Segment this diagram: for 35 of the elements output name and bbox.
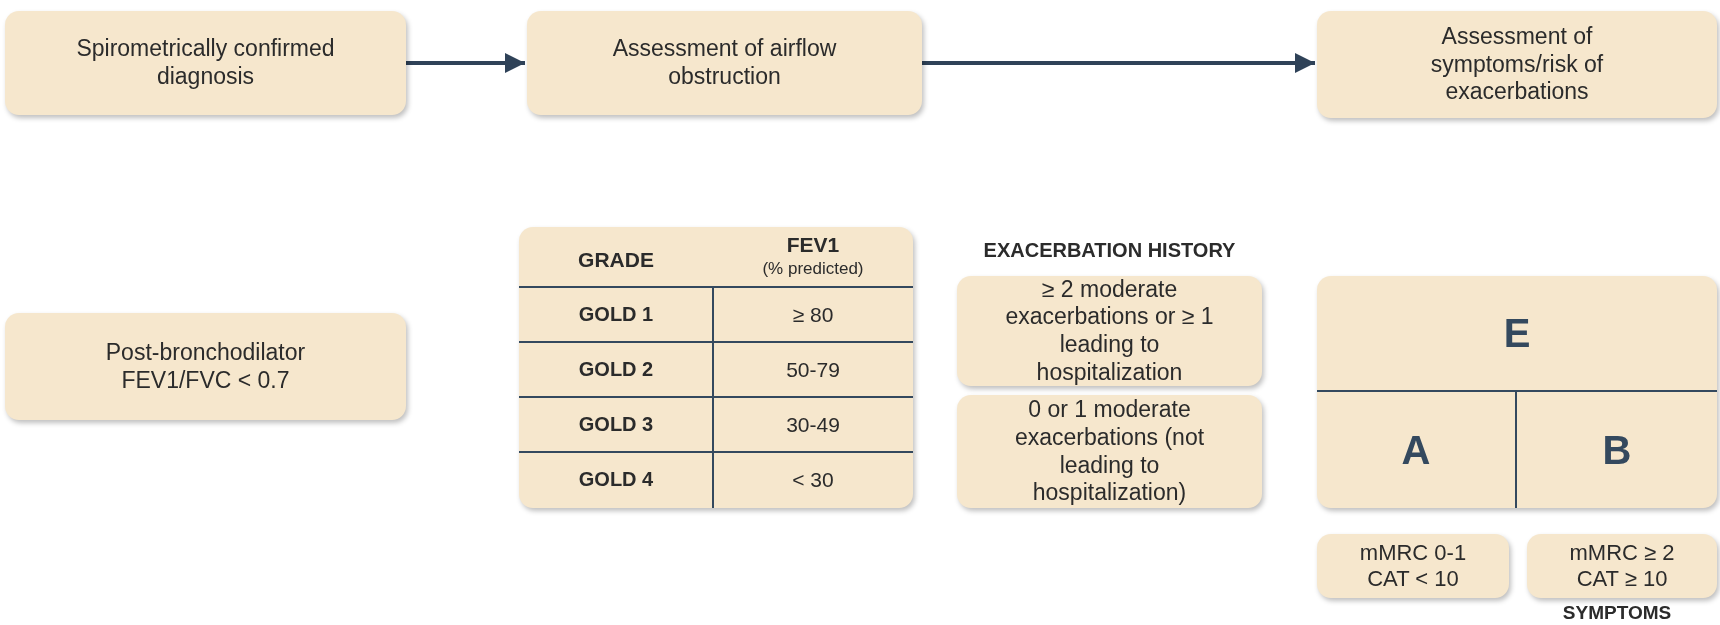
grid-box [1317,276,1717,508]
table-cell-text: 50-79 [785,356,841,383]
table-cell-text: < 30 [791,466,835,493]
process-box [957,395,1262,508]
category-letter: E [1503,310,1531,357]
table-header: FEV1 [785,232,841,258]
table-cell-text: 30-49 [785,411,841,438]
box-text: Assessment of symptoms/risk of exacerbations [1429,23,1605,106]
process-box [1317,534,1509,598]
table-cell-text: GOLD 3 [577,412,655,437]
box-text: mMRC 0-1 CAT < 10 [1358,539,1468,593]
table-cell-text: GOLD 2 [577,357,655,382]
process-box [5,11,406,115]
category-letter: A [1401,427,1431,474]
table-header: GRADE [577,247,655,273]
process-box [1527,534,1717,598]
axis-title: SYMPTOMS [1561,600,1673,625]
box-text: Post-bronchodilator FEV1/FVC < 0.7 [104,338,307,395]
section-heading: EXACERBATION HISTORY [982,238,1237,263]
box-text: Assessment of airflow obstruction [611,35,838,91]
process-box [957,276,1262,386]
arrow [922,53,1315,73]
box-text: mMRC ≥ 2 CAT ≥ 10 [1568,539,1676,593]
arrow [406,53,525,73]
box-text: Spirometrically confirmed diagnosis [75,35,336,91]
process-box [527,11,922,115]
box-text: 0 or 1 moderate exacerbations (not leading to hospitalization) [1013,396,1206,507]
table-cell-text: GOLD 1 [577,302,655,327]
process-box [1317,11,1717,118]
box-text: ≥ 2 moderate exacerbations or ≥ 1 leading to hospitalization [1004,275,1215,387]
category-letter: B [1602,427,1632,474]
table-cell-text: ≥ 80 [791,301,835,328]
table-cell-text: GOLD 4 [577,467,655,492]
process-box [5,313,406,420]
table-subheader: (% predicted) [761,258,865,280]
